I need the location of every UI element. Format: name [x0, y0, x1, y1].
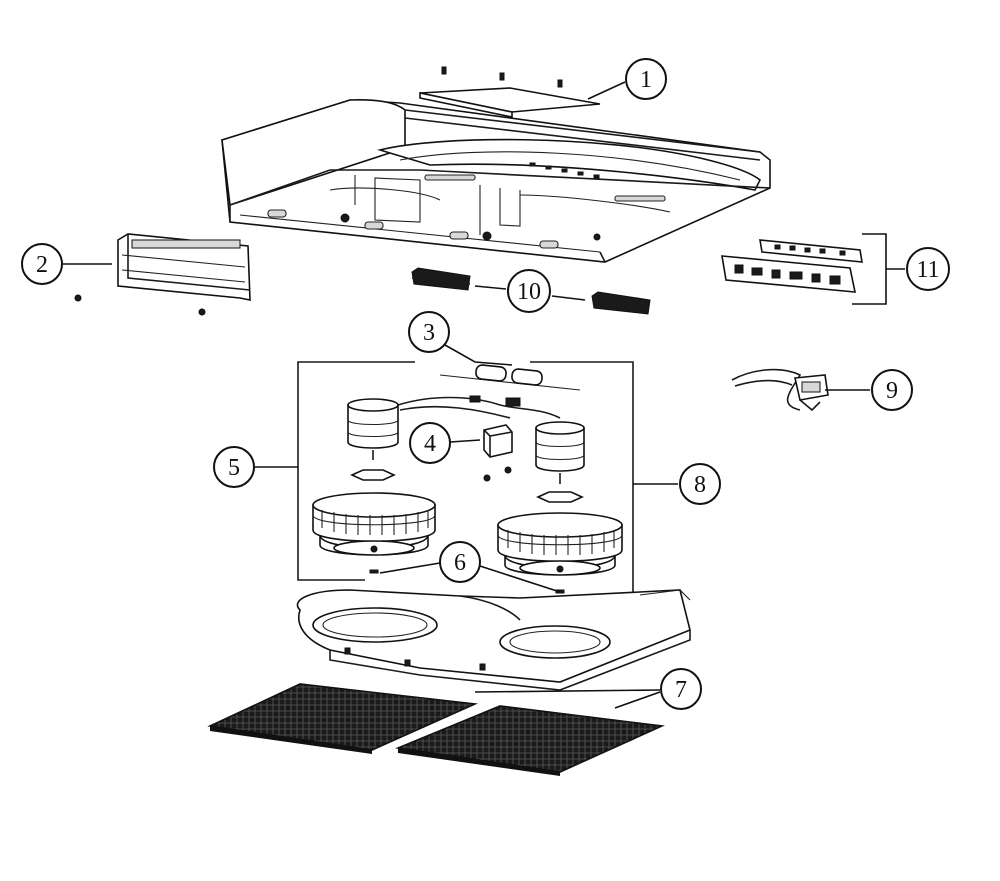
svg-text:8: 8	[694, 472, 706, 498]
callout-8: 8	[679, 463, 721, 505]
callout-2: 2	[21, 243, 63, 285]
relay-box	[483, 424, 513, 482]
left-blower-wheel	[312, 492, 436, 556]
svg-text:9: 9	[886, 378, 898, 404]
light-fixtures	[411, 267, 651, 315]
callout-10: 10	[507, 269, 551, 313]
callout-6: 6	[439, 541, 481, 583]
right-motor	[535, 421, 585, 503]
control-board-assembly	[721, 239, 863, 293]
grease-filters	[207, 683, 665, 776]
right-blower-wheel	[497, 512, 623, 576]
left-motor	[347, 398, 399, 481]
duct-connector	[74, 233, 251, 316]
callout-4: 4	[409, 422, 451, 464]
svg-text:10: 10	[517, 279, 541, 305]
svg-text:2: 2	[36, 252, 48, 278]
svg-text:11: 11	[916, 257, 939, 283]
svg-text:6: 6	[454, 550, 466, 576]
svg-text:3: 3	[423, 320, 435, 346]
power-cord-junction	[731, 368, 829, 412]
svg-text:5: 5	[228, 455, 240, 481]
callout-11: 11	[906, 247, 950, 291]
callout-3: 3	[408, 311, 450, 353]
svg-text:7: 7	[675, 677, 687, 703]
callout-9: 9	[871, 369, 913, 411]
svg-text:1: 1	[640, 67, 652, 93]
leader-lines	[62, 81, 905, 709]
svg-text:4: 4	[424, 431, 436, 457]
blower-housing-plate	[296, 589, 691, 691]
range-hood-body	[221, 99, 771, 263]
callout-5: 5	[213, 446, 255, 488]
callout-1: 1	[625, 58, 667, 100]
callout-7: 7	[660, 668, 702, 710]
capacitor-wiring	[397, 364, 581, 419]
top-cover-plate	[419, 66, 601, 118]
